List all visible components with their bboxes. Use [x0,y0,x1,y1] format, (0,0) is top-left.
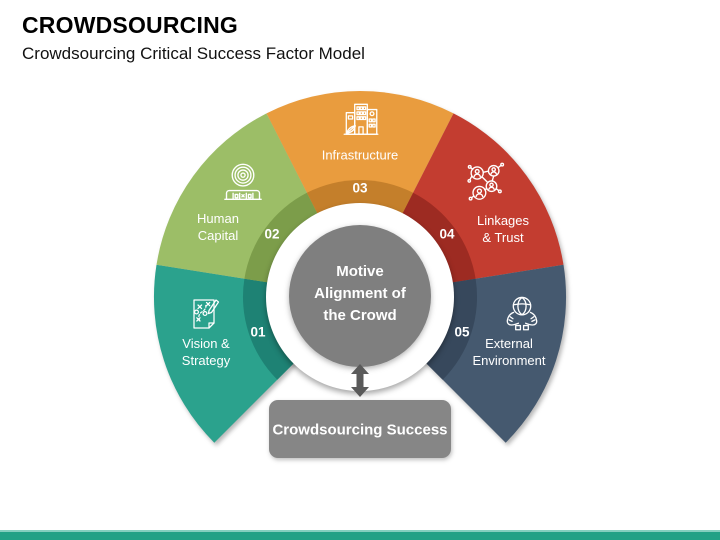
buildings-icon [340,98,382,140]
center-label-line-1: Motive [336,263,384,280]
footer-bar [0,530,720,540]
segment-label-human-capital: Human Capital [197,211,239,243]
center-label: Motive Alignment of the Crowd [314,261,406,327]
success-box [269,400,451,458]
segment-label-infrastructure: Infrastructure [321,147,399,163]
strategy-plan-icon [184,295,224,335]
segment-label-linkages-trust: Linkages & Trust [476,213,530,245]
segment-label-external-environment: External Environment [472,336,546,368]
hands-globe-icon [501,293,543,335]
center-label-line-2: Alignment of [314,285,406,302]
segment-number-05: 05 [454,324,470,340]
segment-number-03: 03 [352,180,368,196]
double-arrow-icon [351,364,369,397]
segment-label-vision-strategy: Vision & Strategy [181,336,231,368]
segment-number-01: 01 [250,324,266,340]
center-label-line-3: the Crowd [323,307,397,324]
slide-title: CROWDSOURCING [22,12,238,38]
segment-number-02: 02 [264,226,280,242]
segment-number-04: 04 [439,226,455,242]
slide-subtitle: Crowdsourcing Critical Success Factor Mo… [22,44,365,63]
success-label: Crowdsourcing Success [272,421,448,439]
talent-podium-icon [221,163,265,207]
people-network-icon [464,162,508,206]
center-circle [289,225,431,367]
